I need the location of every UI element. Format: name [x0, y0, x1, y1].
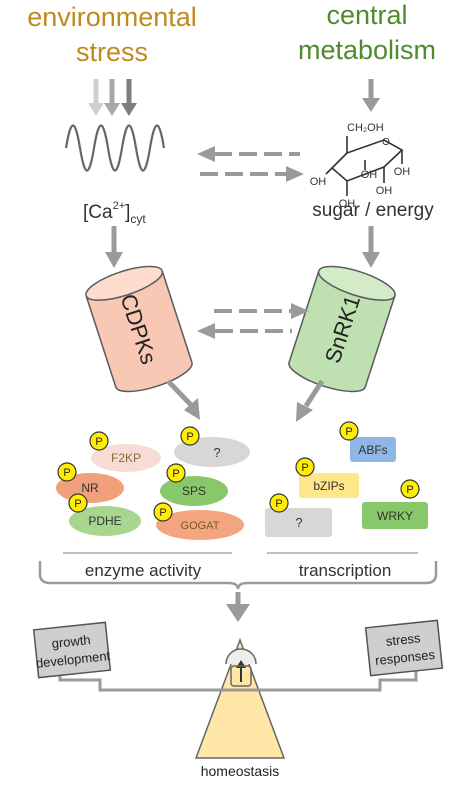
svg-text:OH: OH [339, 198, 356, 210]
svg-text:OH: OH [310, 176, 327, 188]
crosstalk-arrows-top [197, 146, 304, 182]
svg-text:OH: OH [361, 169, 378, 181]
phospho-badge-nr: P [57, 462, 77, 482]
svg-text:OH: OH [376, 185, 393, 197]
met-title-line1: central [326, 0, 407, 30]
phospho-badge-sps: P [166, 463, 186, 483]
svg-text:F2KP: F2KP [111, 451, 141, 465]
enzyme-pdhe: PDHE [69, 506, 141, 536]
snrk1-cylinder: SnRK1 [288, 265, 396, 393]
tf-wrky: WRKY [362, 502, 428, 529]
crosstalk-arrows-middle [197, 303, 309, 339]
phospho-badge-wrky: P [400, 479, 420, 499]
svg-text:P: P [172, 468, 179, 480]
arrow-to-homeostasis [226, 592, 250, 622]
svg-text:NR: NR [81, 481, 99, 495]
svg-text:P: P [301, 462, 308, 474]
svg-text:?: ? [295, 515, 302, 530]
svg-text:stress: stress [385, 630, 422, 649]
svg-text:SPS: SPS [182, 484, 206, 498]
tf-unknown: ? [265, 508, 332, 537]
phospho-badge-unknown-tf: P [269, 493, 289, 513]
balance-beam [58, 670, 418, 692]
svg-text:O: O [382, 137, 390, 148]
phospho-badge-pdhe: P [68, 493, 88, 513]
growth-development-box: growth development [32, 621, 111, 679]
stress-input-arrows [88, 79, 137, 116]
balance-scale [58, 637, 418, 759]
glucose-atom-labels: CH₂OH O OH OH OH OH OH [310, 122, 411, 210]
tf-bzips: bZIPs [299, 473, 359, 498]
svg-text:?: ? [213, 445, 220, 460]
sugar-energy-label: sugar / energy [312, 200, 434, 221]
enzyme-activity-label: enzyme activity [85, 561, 202, 580]
balance-dial [225, 648, 257, 665]
env-title-line1: environmental [27, 2, 197, 32]
arrow-calcium-to-cdpks [105, 226, 123, 268]
calcium-wave [64, 124, 166, 172]
svg-text:P: P [345, 426, 352, 438]
transcription-label: transcription [299, 561, 392, 580]
svg-text:OH: OH [394, 166, 411, 178]
calcium-label: [Ca2+]cyt [83, 200, 146, 226]
homeostasis-label: homeostasis [201, 763, 280, 779]
balance-pillar [194, 637, 286, 759]
combining-bracket [38, 561, 438, 590]
svg-text:GOGAT: GOGAT [181, 520, 220, 532]
svg-text:ABFs: ABFs [358, 443, 387, 457]
svg-text:P: P [74, 498, 81, 510]
svg-text:P: P [406, 484, 413, 496]
enzyme-f2kp: F2KP [91, 444, 161, 472]
svg-text:P: P [95, 436, 102, 448]
enzyme-gogat: GOGAT [156, 510, 244, 540]
enzyme-sps: SPS [160, 476, 228, 506]
svg-text:CH₂OH: CH₂OH [347, 122, 384, 134]
svg-text:responses: responses [374, 647, 436, 668]
stress-responses-box: stress responses [364, 619, 444, 677]
phospho-badge-bzips: P [295, 457, 315, 477]
svg-text:P: P [275, 498, 282, 510]
tf-abfs: ABFs [350, 437, 396, 462]
arrow-sugar-to-snrk1 [362, 226, 380, 268]
env-title-line2: stress [76, 37, 148, 67]
svg-text:P: P [186, 431, 193, 443]
svg-text:PDHE: PDHE [88, 514, 121, 528]
phospho-badge-abfs: P [339, 421, 359, 441]
phospho-badge-unknown: P [180, 426, 200, 446]
phospho-badge-gogat: P [153, 502, 173, 522]
cdpks-cylinder: CDPKs [85, 265, 193, 393]
svg-text:bZIPs: bZIPs [313, 479, 344, 493]
svg-text:WRKY: WRKY [377, 509, 413, 523]
arrow-snrk1-to-transcription [296, 379, 325, 422]
metabolism-input-arrow [362, 79, 380, 112]
svg-text:P: P [63, 467, 70, 479]
glucose-structure [325, 136, 404, 196]
arrow-cdpks-to-enzymes [166, 379, 200, 420]
phospho-badge-f2kp: P [89, 431, 109, 451]
svg-text:P: P [159, 507, 166, 519]
met-title-line2: metabolism [298, 35, 436, 65]
svg-text:growth: growth [51, 632, 91, 651]
phospho-badges: P P P P P P P P P P [57, 421, 420, 522]
